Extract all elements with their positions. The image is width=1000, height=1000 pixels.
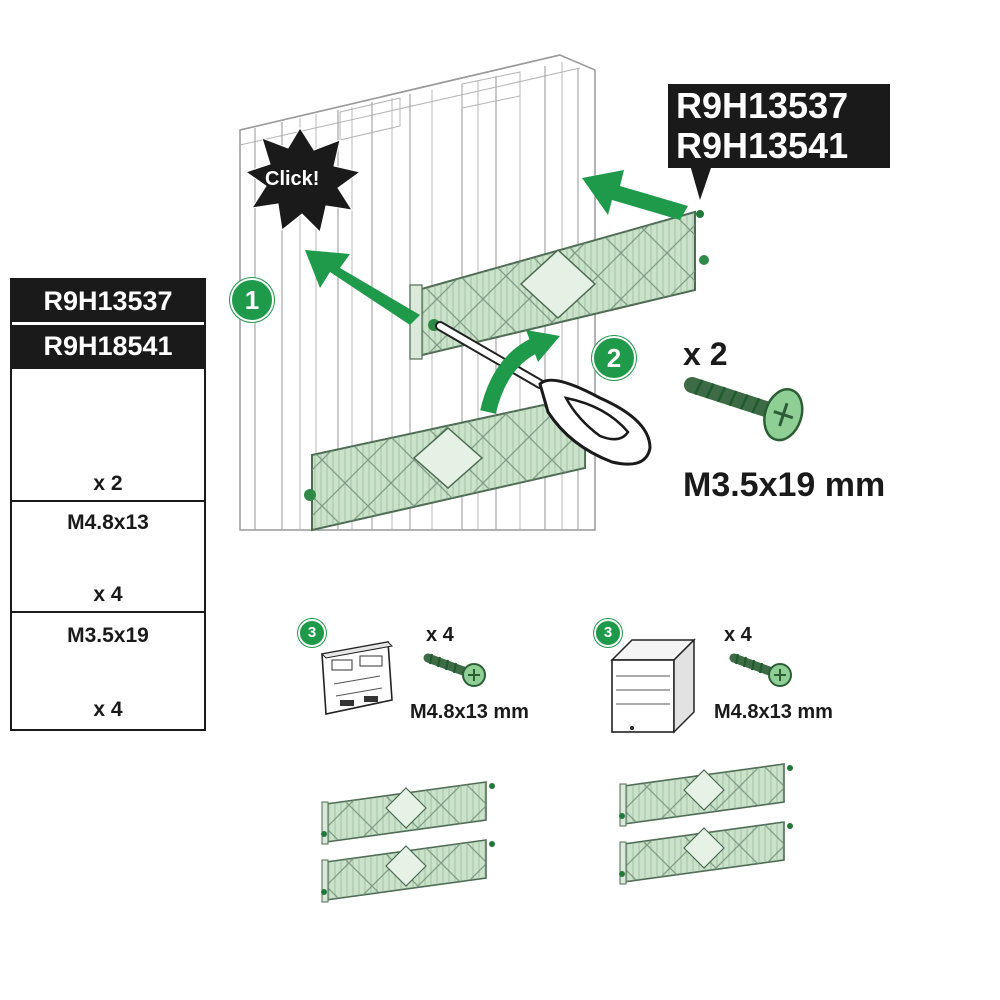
kit-row-m48: M4.8x13 x 4: [12, 500, 204, 613]
upper-cover-plate: [409, 210, 709, 360]
kit-m35-size: M3.5x19: [67, 624, 149, 647]
main-ref-1: R9H13537: [676, 85, 849, 126]
kit-row-m35: M3.5x19 x 4: [12, 611, 204, 729]
lower-cover-plate: [304, 394, 586, 532]
module-screw-right: [734, 654, 791, 686]
click-label: Click!: [265, 168, 320, 190]
callout-pointer: [690, 165, 712, 200]
arrow-step1: [305, 250, 420, 325]
main-screw-qty: x 2: [683, 336, 728, 372]
click-burst-shape: [244, 127, 362, 233]
main-screw-icon: [684, 377, 804, 442]
main-screw-size: M3.5x19 mm: [683, 466, 886, 504]
kit-m48-size: M4.8x13: [67, 511, 149, 534]
mini-plate-left-top: [320, 781, 496, 845]
main-ref-2: R9H13541: [676, 125, 849, 166]
kit-contents-table: R9H13537 R9H18541 x 2 M4.8x13 x 4 M3.5x1…: [10, 278, 206, 731]
module-device-left: [320, 641, 394, 715]
left-group-screw-qty: x 4: [426, 624, 454, 646]
kit-m48-qty: x 4: [93, 583, 123, 606]
mini-plate-left-bottom: [320, 839, 496, 903]
arrow-step2: [480, 330, 560, 414]
step-1-badge: 1: [230, 278, 274, 322]
right-group-screw-size: M4.8x13 mm: [714, 701, 833, 723]
enclosure-box-right: [610, 638, 696, 734]
main-reference-callout: R9H13537 R9H13541: [668, 84, 890, 168]
module-screw-left: [428, 654, 485, 686]
kit-plates-qty: x 2: [93, 472, 123, 495]
screwdriver: [435, 321, 652, 466]
kit-ref-1: R9H13537: [12, 280, 204, 322]
kit-ref-2: R9H18541: [12, 325, 204, 367]
mini-plate-right-bottom: [618, 821, 794, 885]
kit-row-plates: x 2: [12, 367, 204, 502]
right-group-screw-qty: x 4: [724, 624, 752, 646]
kit-head-divider: [20, 323, 196, 325]
step-3-badge-left: 3: [298, 619, 326, 647]
step-2-badge: 2: [592, 336, 636, 380]
mini-plate-right-top: [618, 763, 794, 827]
arrow-step1-right: [582, 170, 688, 220]
kit-m35-qty: x 4: [93, 698, 123, 721]
left-group-screw-size: M4.8x13 mm: [410, 701, 529, 723]
step-3-badge-right: 3: [594, 619, 622, 647]
